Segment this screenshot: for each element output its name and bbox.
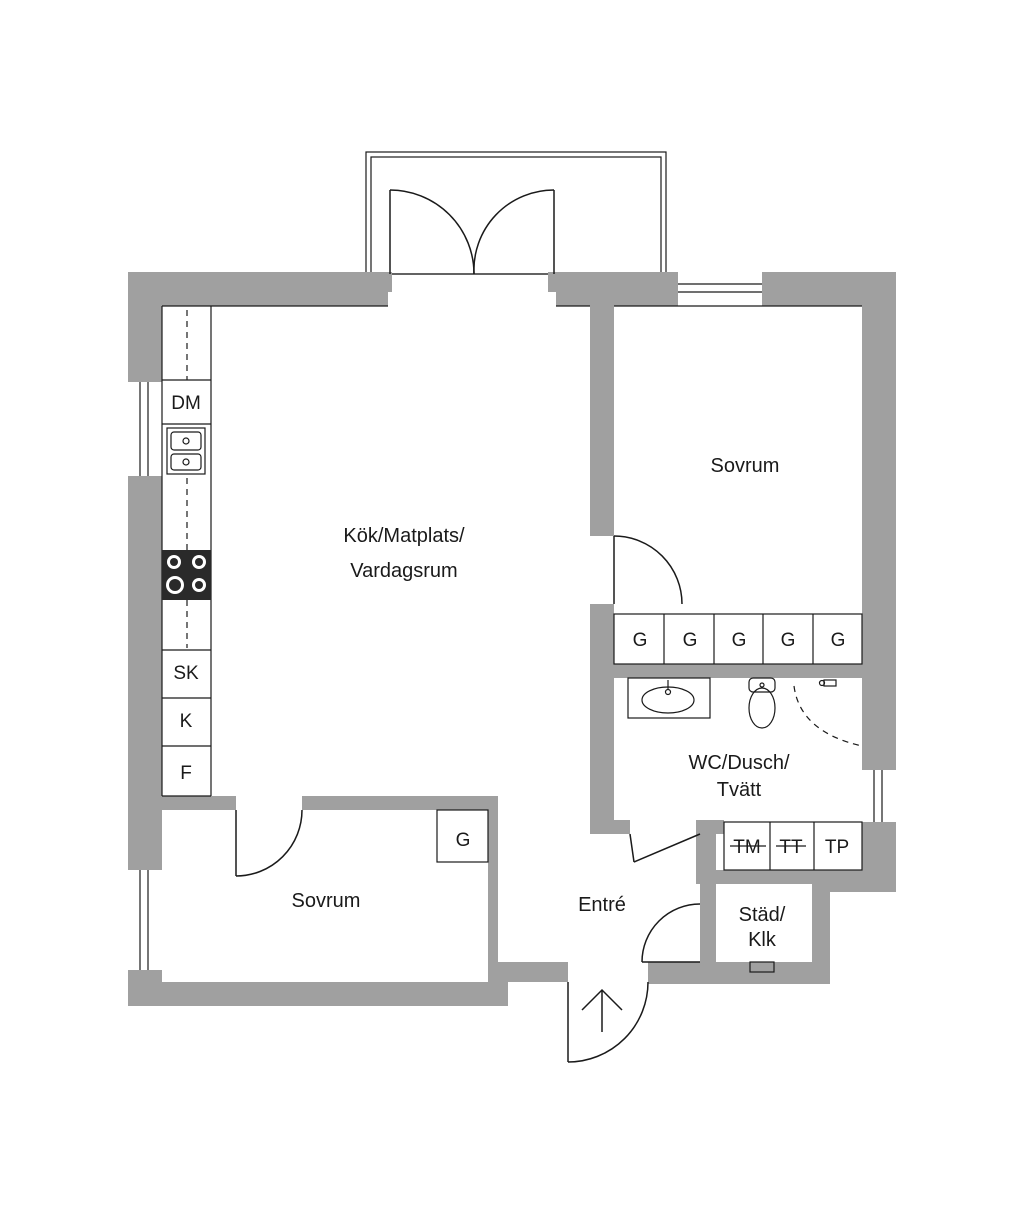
fridge-freezer-label: SK bbox=[173, 663, 199, 684]
storage-label-line2: Klk bbox=[748, 929, 777, 951]
bathroom-door bbox=[629, 833, 701, 863]
sink-icon bbox=[166, 427, 206, 475]
freezer-label: F bbox=[180, 763, 192, 784]
toilet-icon bbox=[748, 677, 776, 729]
shower-tap-icon bbox=[818, 679, 837, 687]
walls bbox=[128, 272, 896, 1006]
wardrobe-label: G bbox=[683, 630, 698, 651]
storage-vent bbox=[749, 961, 775, 973]
balcony-doors bbox=[389, 189, 555, 275]
wardrobes-top bbox=[613, 613, 863, 665]
bedroom-bottom-label: Sovrum bbox=[292, 890, 361, 912]
fridge-label: K bbox=[180, 711, 193, 732]
wardrobe-label: G bbox=[633, 630, 648, 651]
dishwasher-label: DM bbox=[171, 393, 201, 414]
windows bbox=[132, 276, 892, 970]
wardrobe-label: G bbox=[456, 830, 471, 851]
wardrobe-label: G bbox=[732, 630, 747, 651]
bedroom-bottom-door bbox=[235, 809, 303, 877]
washbasin-icon bbox=[627, 677, 711, 719]
drying-cabinet-label: TP bbox=[825, 837, 849, 858]
entrance-arrow-icon bbox=[581, 988, 623, 1032]
washer-label: TM bbox=[733, 837, 760, 858]
bedroom-top-door bbox=[613, 535, 683, 605]
laundry-boxes bbox=[723, 821, 863, 871]
wardrobe-bottom bbox=[436, 809, 489, 863]
balcony bbox=[365, 151, 667, 275]
wardrobe-label: G bbox=[781, 630, 796, 651]
storage-door bbox=[641, 903, 701, 963]
kitchen-living-label-line2: Vardagsrum bbox=[350, 560, 457, 582]
kitchen-living-label-line1: Kök/Matplats/ bbox=[343, 525, 465, 547]
wardrobe-label: G bbox=[831, 630, 846, 651]
stove-icon bbox=[162, 550, 211, 600]
storage-label-line1: Städ/ bbox=[739, 904, 786, 926]
entrance-label: Entré bbox=[578, 894, 626, 916]
entrance-door bbox=[567, 981, 649, 1063]
dryer-label: TT bbox=[779, 837, 803, 858]
bathroom-label-line2: Tvätt bbox=[717, 779, 762, 801]
bedroom-top-label: Sovrum bbox=[711, 455, 780, 477]
shower-curtain bbox=[793, 685, 863, 747]
bathroom-label-line1: WC/Dusch/ bbox=[688, 752, 790, 774]
